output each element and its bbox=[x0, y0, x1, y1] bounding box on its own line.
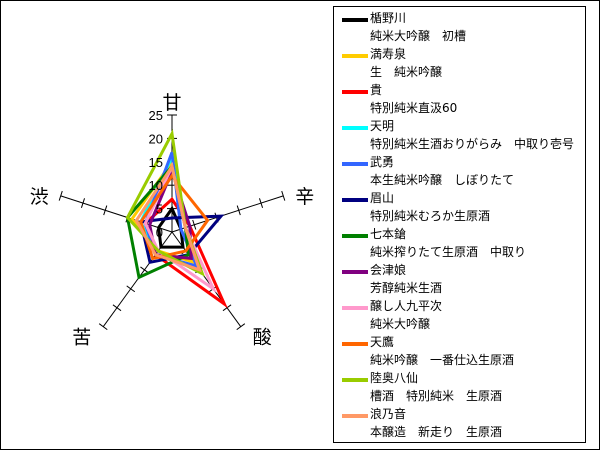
axis-tick bbox=[222, 304, 232, 312]
legend-series-detail: 純米大吟醸 初槽 bbox=[370, 29, 467, 43]
axis-tick bbox=[236, 205, 241, 216]
legend-series-detail: 特別純米むろか生原酒 bbox=[370, 209, 491, 223]
axis-tick bbox=[112, 304, 122, 312]
legend-series-name: 楯野川 bbox=[370, 11, 407, 25]
series-polygon bbox=[148, 166, 193, 261]
axis-label: 苦 bbox=[72, 327, 91, 349]
legend-swatch bbox=[342, 198, 368, 202]
legend-swatch bbox=[342, 18, 368, 22]
legend-series-name: 天明 bbox=[370, 119, 395, 133]
legend-item: 武勇本生純米吟醸 しぼりたて bbox=[334, 151, 586, 187]
legend-series-name: 貴 bbox=[370, 83, 383, 97]
legend-series-name: 七本鎗 bbox=[370, 227, 407, 241]
legend-series-detail: 生 純米吟醸 bbox=[370, 65, 443, 79]
legend-item: 会津娘芳醇純米生酒 bbox=[334, 259, 586, 295]
legend-series-detail: 本醸造 新走り 生原酒 bbox=[370, 425, 503, 439]
legend-series-name: 会津娘 bbox=[370, 263, 407, 277]
tick-label: 10 bbox=[149, 178, 163, 193]
legend-series-name: 満寿泉 bbox=[370, 47, 407, 61]
axis-tick bbox=[80, 198, 86, 208]
legend-series-detail: 特別純米直汲60 bbox=[370, 101, 458, 115]
legend-swatch bbox=[342, 234, 368, 238]
legend-series-name: 醸し人九平次 bbox=[370, 299, 443, 313]
radar-axes bbox=[58, 114, 286, 330]
legend-swatch bbox=[342, 342, 368, 346]
axis-tick bbox=[236, 323, 246, 330]
legend-series-detail: 純米吟醸 一番仕込生原酒 bbox=[370, 353, 515, 367]
axis-label: 酸 bbox=[253, 327, 272, 349]
legend-item: 浪乃音本醸造 新走り 生原酒 bbox=[334, 403, 586, 439]
legend-swatch bbox=[342, 270, 368, 274]
legend-swatch bbox=[342, 378, 368, 382]
legend-item: 貴特別純米直汲60 bbox=[334, 79, 586, 115]
legend-series-name: 陸奥八仙 bbox=[370, 371, 419, 385]
tick-label: 0 bbox=[156, 225, 163, 240]
axis-label: 甘 bbox=[162, 92, 181, 114]
axis-tick bbox=[58, 190, 63, 201]
axis-tick bbox=[258, 198, 264, 208]
legend-item: 天鷹純米吟醸 一番仕込生原酒 bbox=[334, 331, 586, 367]
axis-tick bbox=[281, 190, 286, 201]
legend-series-detail: 芳醇純米生酒 bbox=[370, 281, 443, 295]
legend-series-detail: 本生純米吟醸 しぼりたて bbox=[370, 173, 515, 187]
legend-series-name: 武勇 bbox=[370, 155, 395, 169]
axis-tick bbox=[103, 205, 108, 216]
legend-item: 満寿泉生 純米吟醸 bbox=[334, 43, 586, 79]
legend-item: 七本鎗純米搾りたて生原酒 中取り bbox=[334, 223, 586, 259]
axis-label: 辛 bbox=[295, 186, 314, 208]
axis-tick bbox=[192, 219, 197, 230]
legend-swatch bbox=[342, 54, 368, 58]
tick-label: 20 bbox=[149, 131, 163, 146]
legend-swatch bbox=[342, 90, 368, 94]
axis-tick bbox=[140, 266, 149, 274]
axis-label: 渋 bbox=[30, 186, 49, 208]
legend-series-detail: 槽酒 特別純米 生原酒 bbox=[370, 389, 503, 403]
legend-swatch bbox=[342, 414, 368, 418]
legend-swatch bbox=[342, 162, 368, 166]
axis-tick bbox=[126, 285, 136, 293]
radar-series bbox=[125, 128, 228, 309]
legend-item: 天明特別純米生酒おりがらみ 中取り壱号 bbox=[334, 115, 586, 151]
axis-tick bbox=[98, 323, 108, 330]
legend-series-detail: 純米大吟醸 bbox=[370, 317, 431, 331]
tick-label: 25 bbox=[149, 108, 163, 123]
series-polygon bbox=[139, 173, 210, 261]
legend-series-name: 眉山 bbox=[370, 191, 395, 205]
legend-swatch bbox=[342, 306, 368, 310]
legend-item: 陸奥八仙槽酒 特別純米 生原酒 bbox=[334, 367, 586, 403]
legend-series-detail: 特別純米生酒おりがらみ 中取り壱号 bbox=[370, 137, 575, 151]
legend-series-name: 天鷹 bbox=[370, 335, 395, 349]
tick-label: 15 bbox=[149, 155, 163, 170]
legend-item: 醸し人九平次純米大吟醸 bbox=[334, 295, 586, 331]
axis-line bbox=[60, 195, 173, 233]
tick-label: 5 bbox=[156, 202, 163, 217]
legend-series-detail: 純米搾りたて生原酒 中取り bbox=[370, 245, 527, 259]
legend-item: 眉山特別純米むろか生原酒 bbox=[334, 187, 586, 223]
series-polygon bbox=[134, 162, 202, 273]
legend-series-name: 浪乃音 bbox=[370, 407, 407, 421]
legend-swatch bbox=[342, 126, 368, 130]
legend-item: 楯野川純米大吟醸 初槽 bbox=[334, 7, 586, 43]
